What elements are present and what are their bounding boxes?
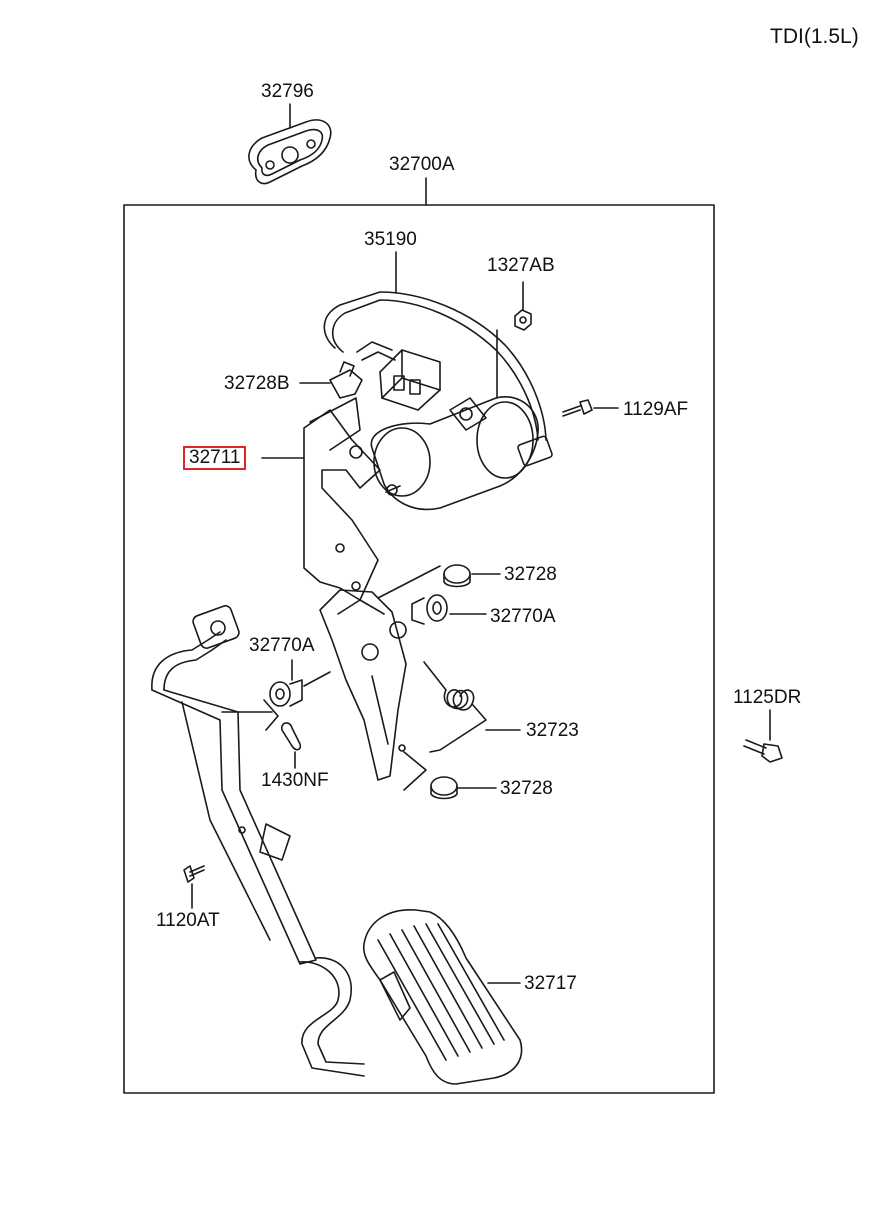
bolt-icon[interactable] — [562, 399, 593, 417]
bolt-icon[interactable] — [743, 739, 783, 763]
part-label-32711[interactable]: 32711 — [183, 446, 247, 470]
part-label-35190[interactable]: 35190 — [364, 229, 417, 250]
part-label-32796[interactable]: 32796 — [261, 81, 314, 102]
pedal-pad-icon[interactable] — [362, 909, 523, 1085]
nut-icon[interactable] — [514, 309, 532, 331]
bolt-icon[interactable] — [183, 865, 205, 883]
leader-32728a-link — [377, 565, 441, 599]
gasket-icon[interactable] — [248, 119, 332, 185]
leader-32770A-left-link — [303, 671, 331, 687]
connector-icon[interactable] — [379, 349, 441, 411]
part-label-32770A-left[interactable]: 32770A — [249, 635, 315, 656]
part-label-1120AT[interactable]: 1120AT — [156, 910, 220, 931]
part-label-32728-lower[interactable]: 32728 — [500, 778, 553, 799]
part-label-32723[interactable]: 32723 — [526, 720, 579, 741]
pin-icon[interactable] — [280, 722, 302, 751]
clip-icon[interactable] — [329, 361, 363, 399]
part-label-1327AB[interactable]: 1327AB — [487, 255, 555, 276]
assembly-frame — [123, 204, 715, 1094]
bushing-icon[interactable] — [269, 679, 303, 707]
engine-label: TDI(1.5L) — [770, 25, 859, 48]
sensor-motor-icon[interactable] — [370, 396, 539, 511]
harness-icon[interactable] — [323, 291, 553, 467]
part-label-1430NF[interactable]: 1430NF — [261, 770, 329, 791]
pedal-lever-icon[interactable] — [151, 604, 365, 1077]
leader-32728b-link — [403, 751, 427, 791]
part-label-32728B[interactable]: 32728B — [224, 373, 290, 394]
bracket-icon[interactable] — [303, 397, 381, 601]
part-label-32728-upper[interactable]: 32728 — [504, 564, 557, 585]
spring-icon[interactable] — [423, 661, 487, 753]
assembly-label[interactable]: 32700A — [389, 154, 455, 175]
part-label-32770A-right[interactable]: 32770A — [490, 606, 556, 627]
part-label-1125DR[interactable]: 1125DR — [733, 687, 802, 708]
stopper-icon[interactable] — [430, 776, 458, 800]
stopper-icon[interactable] — [443, 564, 471, 588]
bushing-icon[interactable] — [411, 594, 448, 625]
part-label-1129AF[interactable]: 1129AF — [623, 399, 689, 420]
pedal-arm-icon[interactable] — [319, 589, 407, 781]
part-label-32717[interactable]: 32717 — [524, 973, 577, 994]
